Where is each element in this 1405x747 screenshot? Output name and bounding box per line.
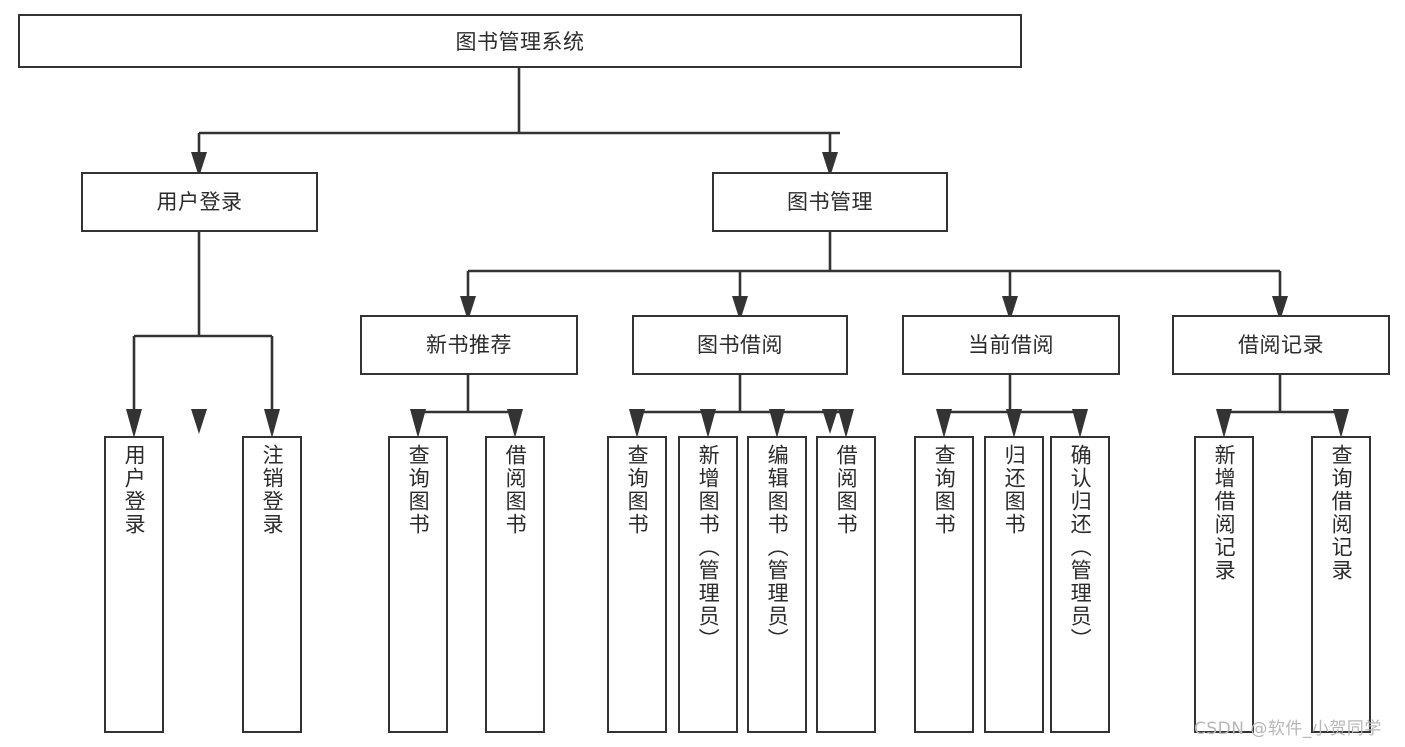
node-label: 确认归还（管理员）: [1068, 444, 1093, 651]
node-book-borrow[interactable]: 图书借阅: [632, 315, 848, 375]
node-label: 借阅记录: [1238, 332, 1324, 357]
leaf-borrow-book-recommend[interactable]: 借阅图书: [485, 436, 545, 733]
leaf-edit-book-admin[interactable]: 编辑图书（管理员）: [747, 436, 807, 733]
node-label: 图书管理: [787, 189, 873, 214]
csdn-watermark: CSDN @软件_小贺同学: [1194, 719, 1382, 739]
node-user-login[interactable]: 用户登录: [81, 172, 318, 232]
node-borrow-record[interactable]: 借阅记录: [1172, 315, 1390, 375]
node-label: 图书管理系统: [455, 30, 585, 54]
node-label: 归还图书: [1002, 444, 1027, 536]
node-label: 当前借阅: [968, 332, 1054, 357]
leaf-borrow-book-borrow[interactable]: 借阅图书: [816, 436, 876, 733]
node-label: 新书推荐: [426, 332, 512, 357]
node-label: 用户登录: [122, 444, 147, 536]
leaf-logout-login[interactable]: 注销登录: [242, 436, 302, 733]
node-book-management[interactable]: 图书管理: [712, 172, 948, 232]
node-label: 用户登录: [156, 189, 243, 214]
node-label: 查询图书: [406, 444, 431, 536]
leaf-add-borrow-record[interactable]: 新增借阅记录: [1194, 436, 1254, 733]
node-new-book-recommend[interactable]: 新书推荐: [360, 315, 578, 375]
leaf-add-book-admin[interactable]: 新增图书（管理员）: [678, 436, 738, 733]
leaf-query-book-recommend[interactable]: 查询图书: [388, 436, 448, 733]
arrowheads: [191, 409, 838, 434]
leaf-query-book-borrow[interactable]: 查询图书: [607, 436, 667, 733]
node-label: 查询图书: [625, 444, 650, 536]
node-label: 新增借阅记录: [1212, 444, 1237, 582]
leaf-return-book[interactable]: 归还图书: [984, 436, 1044, 733]
node-label: 借阅图书: [834, 444, 859, 536]
leaf-user-login[interactable]: 用户登录: [104, 436, 164, 733]
node-label: 借阅图书: [503, 444, 528, 536]
leaf-query-book-current[interactable]: 查询图书: [914, 436, 974, 733]
node-label: 查询借阅记录: [1329, 444, 1354, 582]
node-label: 查询图书: [932, 444, 957, 536]
node-label: 图书借阅: [697, 332, 783, 357]
node-root-book-management-system[interactable]: 图书管理系统: [18, 14, 1022, 68]
node-label: 编辑图书（管理员）: [765, 444, 790, 651]
node-current-borrow[interactable]: 当前借阅: [902, 315, 1120, 375]
leaf-query-borrow-record[interactable]: 查询借阅记录: [1311, 436, 1371, 733]
node-label: 注销登录: [260, 444, 285, 536]
leaf-confirm-return-admin[interactable]: 确认归还（管理员）: [1050, 436, 1110, 733]
node-label: 新增图书（管理员）: [696, 444, 721, 651]
